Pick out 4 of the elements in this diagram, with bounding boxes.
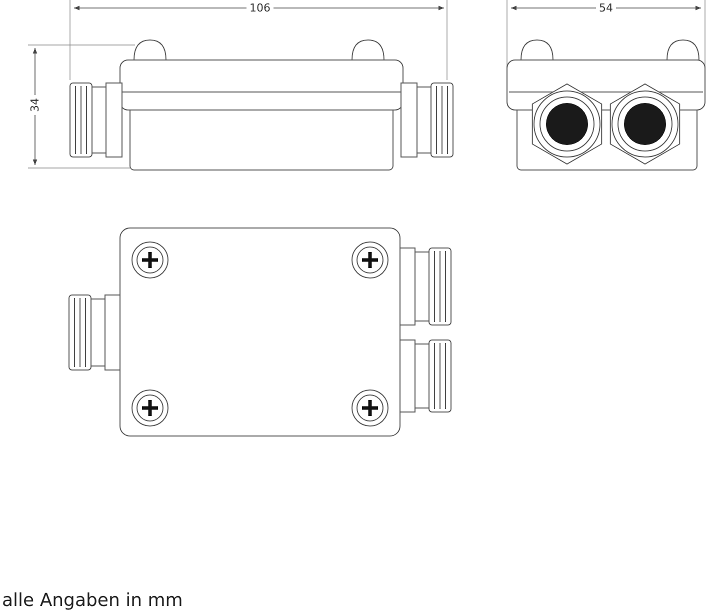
dimension-value: 106 <box>246 2 274 14</box>
caption: alle Angaben in mm <box>2 590 183 611</box>
dimension-value: 54 <box>596 2 616 14</box>
dimension-value: 34 <box>28 95 42 115</box>
